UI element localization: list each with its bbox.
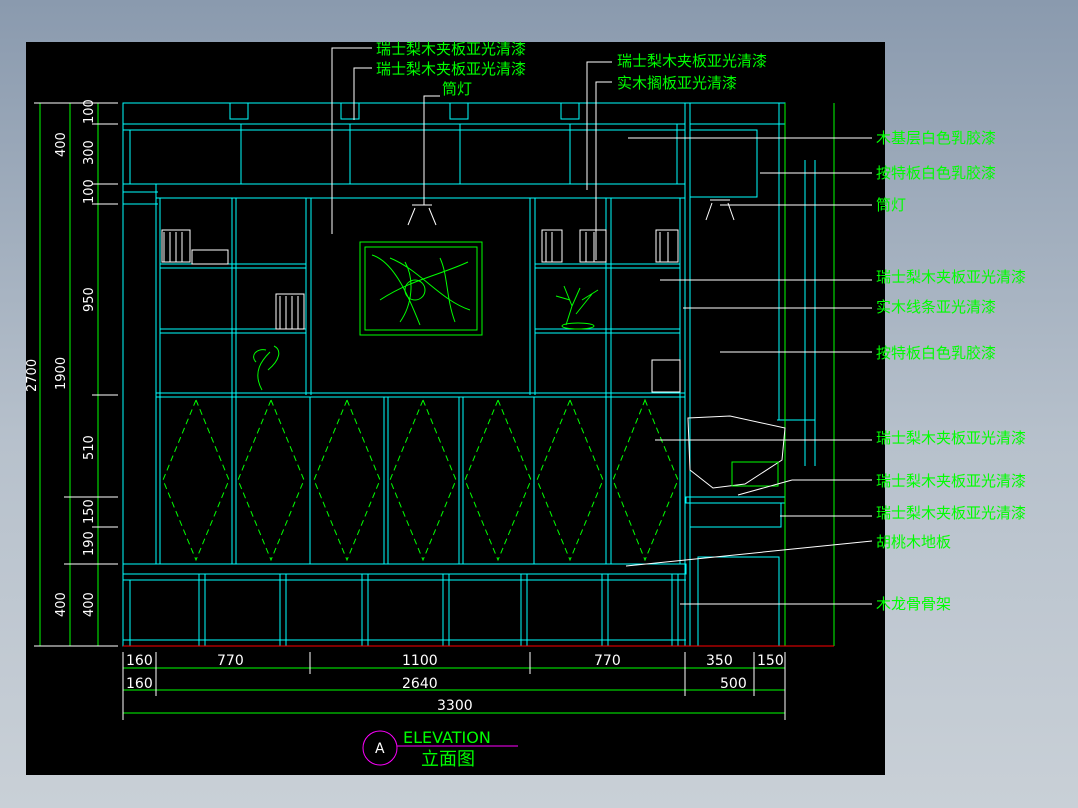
label-right: 瑞士梨木夹板亚光清漆	[876, 429, 1026, 447]
label-right: 瑞士梨木夹板亚光清漆	[876, 268, 1026, 286]
dim-v-outer: 2700	[25, 359, 40, 392]
dim-v-inner: 400	[82, 592, 97, 617]
title-en: ELEVATION	[403, 728, 491, 747]
dim-h1: 350	[706, 653, 733, 669]
label-right: 木基层白色乳胶漆	[876, 129, 996, 147]
dim-v-inner: 100	[82, 179, 97, 204]
desk-cabinet	[697, 556, 780, 647]
cad-canvas	[26, 42, 885, 775]
label-top-2: 瑞士梨木夹板亚光清漆	[376, 60, 526, 78]
dim-h1: 160	[126, 653, 153, 669]
dim-v-inner: 150	[82, 499, 97, 524]
title-cn: 立面图	[421, 749, 475, 770]
label-top-3: 瑞士梨木夹板亚光清漆	[617, 52, 767, 70]
dim-h1: 770	[594, 653, 621, 669]
framed-picture	[359, 241, 483, 336]
dim-v-inner: 510	[82, 435, 97, 460]
dim-v-inner: 300	[82, 140, 97, 165]
ceiling-fixture	[449, 102, 469, 120]
dim-h2: 2640	[402, 676, 438, 692]
label-right: 瑞士梨木夹板亚光清漆	[876, 472, 1026, 490]
dim-v-inner: 950	[82, 287, 97, 312]
dim-h1: 770	[217, 653, 244, 669]
books	[161, 229, 681, 393]
door-diamonds	[162, 398, 679, 562]
label-top-4: 实木搁板亚光清漆	[617, 74, 737, 92]
label-right: 木龙骨骨架	[876, 595, 951, 613]
dim-h3: 3300	[437, 698, 473, 714]
desk-drawer	[689, 502, 782, 528]
label-right: 按特板白色乳胶漆	[876, 344, 996, 362]
dim-h1: 150	[757, 653, 784, 669]
plant-left	[253, 345, 280, 391]
ceiling-fixture	[340, 102, 360, 120]
dim-h1: 1100	[402, 653, 438, 669]
section-bubble-letter: A	[375, 741, 385, 757]
base-platform	[122, 563, 687, 575]
dim-h2: 160	[126, 676, 153, 692]
dim-v-inner: 400	[54, 132, 69, 157]
monitor	[687, 415, 786, 489]
label-right: 实木线条亚光清漆	[876, 298, 996, 316]
label-right: 按特板白色乳胶漆	[876, 164, 996, 182]
dim-v-mid: 400	[54, 592, 69, 617]
dimension-lines	[34, 102, 786, 720]
picture-artwork	[371, 254, 471, 326]
desk-top	[685, 496, 786, 504]
cabinet-structure	[122, 102, 816, 647]
label-right: 胡桃木地板	[876, 533, 951, 551]
leader-lines	[331, 47, 873, 605]
section-bubble	[362, 730, 398, 766]
upper-cabinet-box	[689, 129, 758, 198]
ceiling-fixture	[560, 102, 580, 120]
label-top-downlight: 筒灯	[442, 80, 472, 98]
dim-v-mid: 1900	[54, 357, 69, 390]
label-right: 筒灯	[876, 196, 906, 214]
detail-linework	[123, 103, 835, 647]
plant-right	[555, 285, 599, 326]
label-right: 瑞士梨木夹板亚光清漆	[876, 504, 1026, 522]
dim-h2: 500	[720, 676, 747, 692]
downlights	[407, 199, 735, 226]
label-top-1: 瑞士梨木夹板亚光清漆	[376, 40, 526, 58]
dim-v-inner: 190	[82, 531, 97, 556]
ceiling-fixture	[229, 102, 249, 120]
dim-v-inner: 100	[82, 99, 97, 124]
